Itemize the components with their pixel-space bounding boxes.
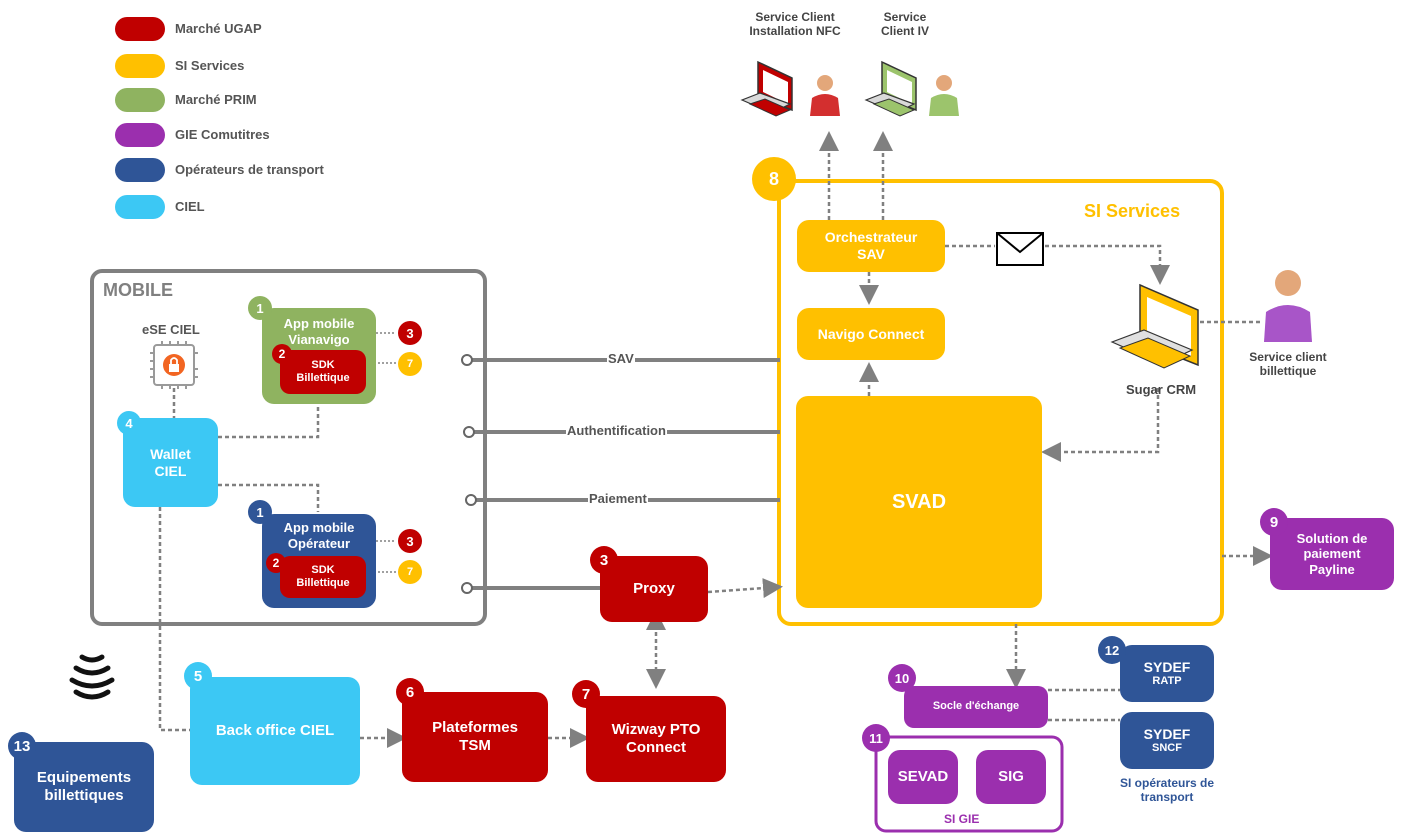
si-gie-title: SI GIE xyxy=(944,812,980,826)
si-services-title: SI Services xyxy=(1084,201,1181,221)
wallet-label: Wallet CIEL xyxy=(150,445,191,479)
sig-label: SIG xyxy=(998,768,1024,785)
ese-chip-icon xyxy=(150,341,198,389)
badge-12: 12 xyxy=(1098,636,1126,664)
service-client-billettique-label: Service client billettique xyxy=(1249,350,1327,379)
badge-8: 8 xyxy=(752,157,796,201)
badge-3-operateur: 3 xyxy=(398,529,422,553)
svad-label: SVAD xyxy=(891,491,947,513)
legend-label-si-services: SI Services xyxy=(175,58,245,73)
navigo-connect-box: Navigo Connect xyxy=(797,308,945,360)
badge-11: 11 xyxy=(862,724,890,752)
badge-13: 13 xyxy=(8,732,36,760)
sig-box: SIG xyxy=(976,750,1046,804)
person-red-icon xyxy=(810,75,840,116)
badge-1-operateur: 1 xyxy=(248,500,272,524)
computer-green-icon xyxy=(864,60,917,117)
socle-box: Socle d'échange xyxy=(904,686,1048,728)
port-paiement xyxy=(465,494,477,506)
sydef-sncf-box: SYDEF SNCF xyxy=(1120,712,1214,769)
badge-9: 9 xyxy=(1260,508,1288,536)
sydef-ratp-title: SYDEF xyxy=(1143,658,1191,675)
legend-label-gie: GIE Comutitres xyxy=(175,127,270,142)
sdk-vianavigo-box: SDK Billettique xyxy=(280,350,366,394)
app-vianavigo-label: App mobile Vianavigo xyxy=(283,316,355,347)
wizway-label: Wizway PTO Connect xyxy=(611,721,701,756)
equipements-box: Equipements billettiques xyxy=(14,742,154,832)
badge-4: 4 xyxy=(117,411,141,435)
legend-swatch-ugap xyxy=(115,17,165,41)
badge-3-vianavigo: 3 xyxy=(398,321,422,345)
proxy-box: Proxy xyxy=(600,556,708,622)
orchestrateur-label: Orchestrateur SAV xyxy=(824,229,918,262)
mobile-frame xyxy=(90,269,487,626)
app-operateur-label: App mobile Opérateur xyxy=(283,520,355,551)
tsm-label: Plateformes TSM xyxy=(432,719,518,754)
tsm-box: Plateformes TSM xyxy=(402,692,548,782)
navigo-connect-label: Navigo Connect xyxy=(817,325,925,342)
sdk-vianavigo-label: SDK Billettique xyxy=(296,358,350,384)
ese-label: eSE CIEL xyxy=(142,322,200,337)
port-auth xyxy=(463,426,475,438)
svad-box: SVAD xyxy=(796,396,1042,608)
legend-swatch-operateurs xyxy=(115,158,165,182)
si-services-frame xyxy=(777,179,1224,626)
computer-yellow-icon xyxy=(1110,283,1199,369)
wizway-box: Wizway PTO Connect xyxy=(586,696,726,782)
back-office-box: Back office CIEL xyxy=(190,677,360,785)
legend-label-ugap: Marché UGAP xyxy=(175,21,262,36)
si-operateurs-label: SI opérateurs de transport xyxy=(1119,776,1215,805)
sdk-operateur-label: SDK Billettique xyxy=(296,563,350,589)
link-auth-label: Authentification xyxy=(566,423,667,438)
sugar-crm-label: Sugar CRM xyxy=(1126,382,1197,397)
legend-swatch-ciel xyxy=(115,195,165,219)
computer-red-icon xyxy=(740,60,793,117)
badge-3-proxy: 3 xyxy=(590,546,618,574)
sydef-ratp-box: SYDEF RATP xyxy=(1120,645,1214,702)
socle-label: Socle d'échange xyxy=(932,700,1020,713)
badge-1-vianavigo: 1 xyxy=(248,296,272,320)
badge-7-vianavigo: 7 xyxy=(398,352,422,376)
sydef-sncf-title: SYDEF xyxy=(1143,725,1191,742)
legend-swatch-si-services xyxy=(115,54,165,78)
sevad-label: SEVAD xyxy=(897,768,949,785)
payline-box: Solution de paiement Payline xyxy=(1270,518,1394,590)
equipements-label: Equipements billettiques xyxy=(36,769,132,804)
legend-label-ciel: CIEL xyxy=(175,199,205,214)
payline-label: Solution de paiement Payline xyxy=(1296,530,1368,577)
port-proxy xyxy=(461,582,473,594)
service-iv-label: Service Client IV xyxy=(880,10,929,39)
mail-envelope-icon xyxy=(996,232,1044,266)
proxy-label: Proxy xyxy=(633,580,675,597)
sevad-box: SEVAD xyxy=(888,750,958,804)
sydef-ratp-sub: RATP xyxy=(1152,675,1182,688)
service-nfc-label: Service Client Installation NFC xyxy=(749,10,841,39)
badge-7-wizway: 7 xyxy=(572,680,600,708)
port-sav xyxy=(461,354,473,366)
si-gie-frame xyxy=(874,735,1064,833)
link-sav-label: SAV xyxy=(607,351,635,366)
badge-5: 5 xyxy=(184,662,212,690)
contactless-icon xyxy=(69,654,115,700)
sydef-sncf-sub: SNCF xyxy=(1152,742,1182,755)
badge-2-operateur: 2 xyxy=(266,553,286,573)
mobile-title: MOBILE xyxy=(103,280,173,300)
wallet-box: Wallet CIEL xyxy=(123,418,218,507)
badge-2-vianavigo: 2 xyxy=(272,344,292,364)
person-green-icon xyxy=(929,75,959,116)
sdk-operateur-box: SDK Billettique xyxy=(280,556,366,598)
legend-label-operateurs: Opérateurs de transport xyxy=(175,162,324,177)
orchestrateur-box: Orchestrateur SAV xyxy=(797,220,945,272)
person-purple-icon xyxy=(1264,270,1312,342)
legend-swatch-gie xyxy=(115,123,165,147)
back-office-label: Back office CIEL xyxy=(215,722,335,739)
link-paiement-label: Paiement xyxy=(588,491,648,506)
legend-swatch-prim xyxy=(115,88,165,112)
legend-label-prim: Marché PRIM xyxy=(175,92,257,107)
badge-7-operateur: 7 xyxy=(398,560,422,584)
badge-6: 6 xyxy=(396,678,424,706)
badge-10: 10 xyxy=(888,664,916,692)
